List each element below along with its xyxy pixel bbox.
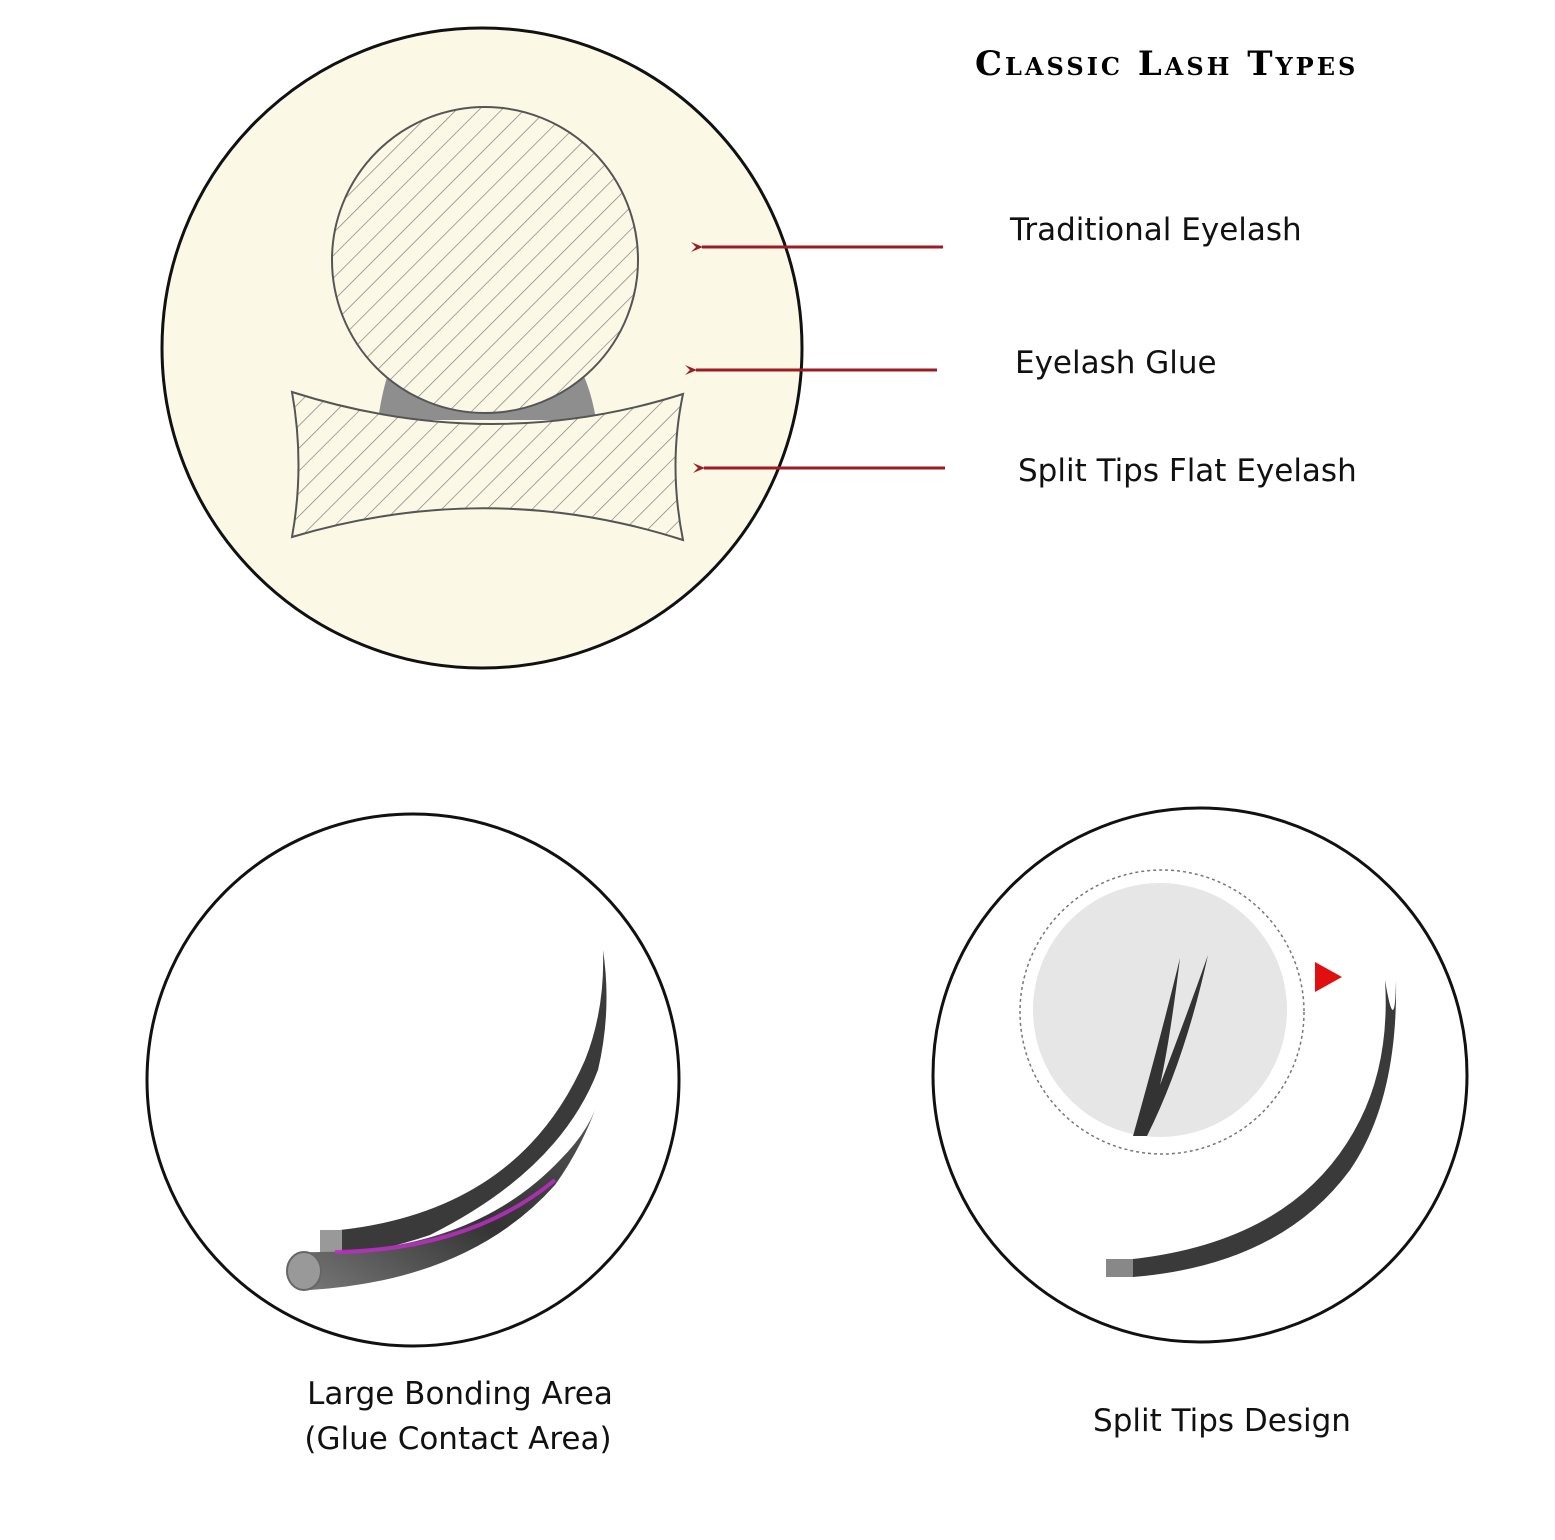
round-lash xyxy=(305,1110,595,1290)
flat-eyelash-section xyxy=(290,390,685,542)
pointer-triangle-icon xyxy=(1315,962,1342,992)
zoom-dashed-circle xyxy=(1019,869,1305,1155)
zoom-circle xyxy=(1033,883,1287,1137)
bonding-area-illustration xyxy=(145,812,681,1348)
flat-lash-base xyxy=(320,1230,342,1252)
split-tip-lash-zoom xyxy=(1133,955,1208,1136)
glue-contact-highlight xyxy=(334,1178,557,1254)
split-tips-illustration xyxy=(931,806,1469,1344)
split-tip-lash-base xyxy=(1106,1259,1133,1277)
bonding-area-circle xyxy=(145,812,681,1348)
round-lash-base xyxy=(286,1251,322,1291)
caption-bonding-line2: (Glue Contact Area) xyxy=(304,1421,611,1457)
caption-bonding-line1: Large Bonding Area xyxy=(307,1376,613,1412)
traditional-eyelash-section xyxy=(331,106,639,414)
label-traditional-eyelash: Traditional Eyelash xyxy=(1009,212,1302,248)
caption-split-tips: Split Tips Design xyxy=(1093,1403,1351,1439)
cross-section-illustration xyxy=(160,26,804,670)
diagram-title: Classic Lash Types xyxy=(975,44,1358,84)
label-split-tips-flat: Split Tips Flat Eyelash xyxy=(1018,453,1357,489)
label-eyelash-glue: Eyelash Glue xyxy=(1015,345,1217,381)
